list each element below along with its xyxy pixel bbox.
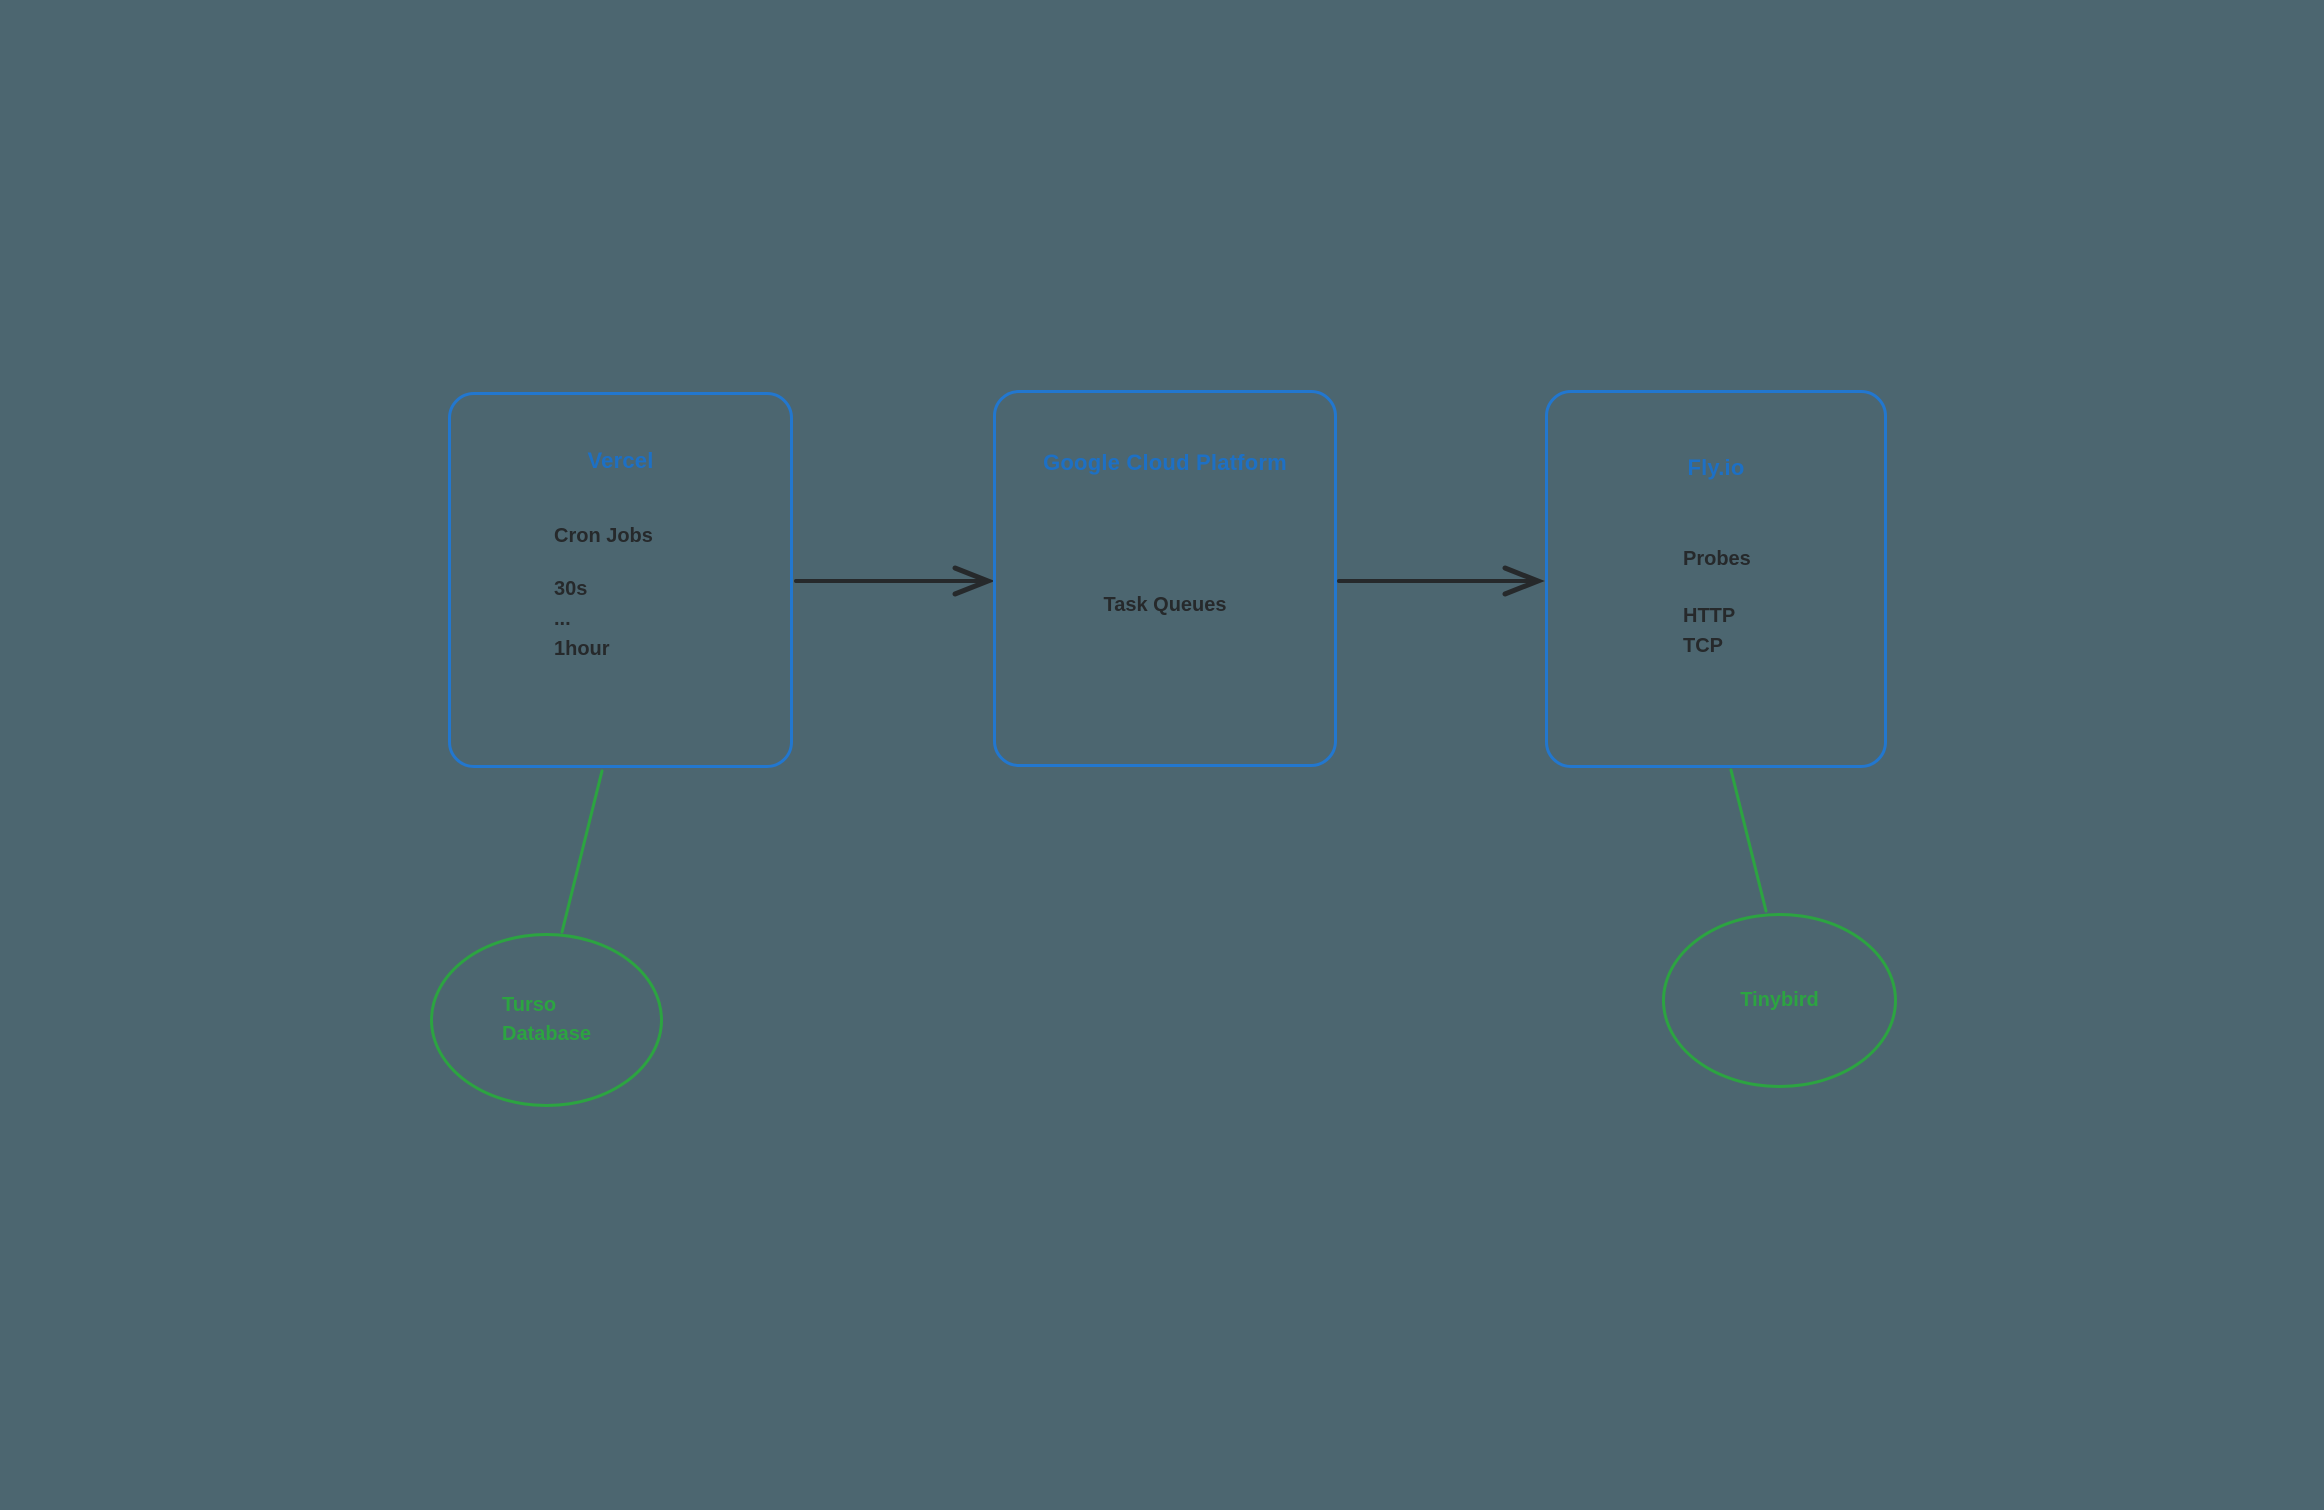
node-flyio-body: Probes HTTP TCP bbox=[1683, 544, 1751, 661]
line-flyio-to-tinybird[interactable] bbox=[1729, 768, 1768, 913]
node-gcp-title: Google Cloud Platform bbox=[1043, 450, 1287, 475]
line-vercel-to-turso[interactable] bbox=[560, 769, 604, 934]
turso-label-line2: Database bbox=[502, 1023, 591, 1045]
gcp-body-line-task-queues: Task Queues bbox=[1103, 594, 1227, 616]
flyio-body-line-probes: Probes bbox=[1683, 548, 1751, 570]
node-turso-label: Turso Database bbox=[502, 991, 591, 1049]
vercel-body-line-1hour: 1hour bbox=[554, 638, 610, 660]
spacer bbox=[1683, 574, 1751, 601]
node-google-cloud-platform[interactable]: Google Cloud Platform Task Queues bbox=[993, 390, 1337, 767]
arrow-vercel-to-gcp[interactable] bbox=[794, 565, 995, 597]
node-tinybird[interactable]: Tinybird bbox=[1662, 913, 1897, 1088]
vercel-body-line-cron-jobs: Cron Jobs bbox=[554, 525, 653, 547]
arrowhead-right-icon bbox=[952, 565, 995, 597]
flyio-body-line-http: HTTP bbox=[1683, 605, 1736, 627]
node-vercel-body: Cron Jobs 30s ... 1hour bbox=[554, 521, 653, 664]
arrowhead-right-icon bbox=[1502, 565, 1545, 597]
flyio-body-line-tcp: TCP bbox=[1683, 635, 1723, 657]
node-vercel-title: Vercel bbox=[587, 448, 654, 473]
node-gcp-body: Task Queues bbox=[996, 590, 1334, 620]
node-flyio-title: Fly.io bbox=[1687, 455, 1745, 480]
vercel-body-line-ellipsis: ... bbox=[554, 608, 571, 630]
node-vercel[interactable]: Vercel Cron Jobs 30s ... 1hour bbox=[448, 392, 793, 768]
node-tinybird-label: Tinybird bbox=[1740, 989, 1819, 1011]
node-turso-database[interactable]: Turso Database bbox=[430, 933, 663, 1107]
vercel-body-line-30s: 30s bbox=[554, 578, 588, 600]
turso-label-line1: Turso bbox=[502, 994, 557, 1016]
spacer bbox=[554, 551, 653, 574]
arrow-gcp-to-flyio[interactable] bbox=[1337, 565, 1545, 597]
node-flyio[interactable]: Fly.io Probes HTTP TCP bbox=[1545, 390, 1887, 768]
